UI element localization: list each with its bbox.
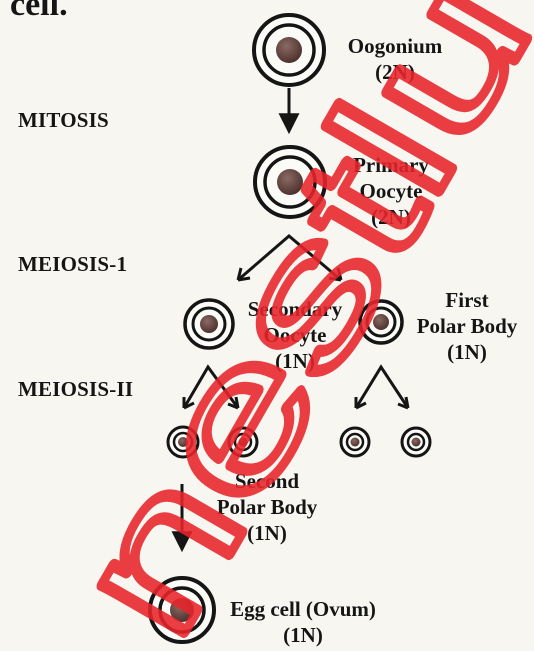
primary-oocyte-name-line1: Primary <box>336 152 446 178</box>
primary-oocyte-name-line2: Oocyte <box>336 178 446 204</box>
ootid-cell <box>168 427 198 457</box>
second-polar-body-label: Second Polar Body (1N) <box>202 468 332 546</box>
primary-oocyte-cell <box>255 147 325 217</box>
first-polar-body-ploidy: (1N) <box>400 339 534 365</box>
second-polar-body-cell <box>229 428 257 456</box>
egg-cell-label: Egg cell (Ovum) (1N) <box>218 596 388 648</box>
arrow-meiosis-1-split <box>238 236 341 280</box>
second-polar-body-ploidy: (1N) <box>202 520 332 546</box>
secondary-oocyte-ploidy: (1N) <box>235 348 355 374</box>
second-polar-body-name-line2: Polar Body <box>202 494 332 520</box>
first-polar-body-cell <box>360 301 402 343</box>
secondary-oocyte-name-line2: Oocyte <box>235 322 355 348</box>
first-polar-body-label: First Polar Body (1N) <box>400 287 534 365</box>
secondary-oocyte-cell <box>185 300 233 348</box>
primary-oocyte-ploidy: (2N) <box>336 204 446 230</box>
polar-body-cell-b <box>402 428 430 456</box>
secondary-oocyte-label: Secondary Oocyte (1N) <box>235 296 355 374</box>
secondary-oocyte-name-line1: Secondary <box>235 296 355 322</box>
arrow-meiosis-2-split-right <box>356 367 408 408</box>
first-polar-body-name-line1: First <box>400 287 534 313</box>
oogonium-cell <box>254 15 324 85</box>
oogonium-label: Oogonium (2N) <box>330 33 460 85</box>
primary-oocyte-label: Primary Oocyte (2N) <box>336 152 446 230</box>
first-polar-body-name-line2: Polar Body <box>400 313 534 339</box>
oogonium-ploidy: (2N) <box>330 59 460 85</box>
polar-body-cell-a <box>341 428 369 456</box>
second-polar-body-name-line1: Second <box>202 468 332 494</box>
egg-cell-name: Egg cell (Ovum) <box>218 596 388 622</box>
oogonium-name: Oogonium <box>330 33 460 59</box>
egg-cell-ploidy: (1N) <box>218 622 388 648</box>
arrow-meiosis-2-split-left <box>184 367 238 408</box>
egg-cell <box>150 578 214 642</box>
